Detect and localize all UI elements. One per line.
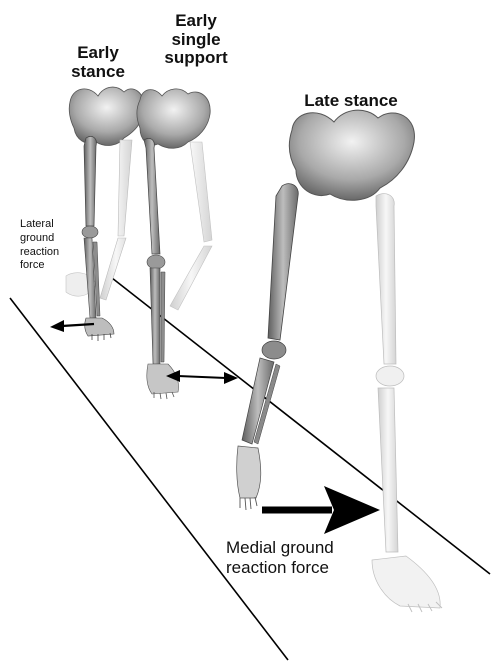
pelvis-early-stance	[69, 87, 144, 145]
femur-early-single-support	[144, 138, 160, 254]
far-leg-early-single-support	[170, 142, 212, 310]
label-early-single-support: Early single support	[148, 12, 244, 68]
femur-late-stance	[268, 184, 298, 340]
label-late-stance: Late stance	[286, 92, 416, 111]
foot-early-stance	[85, 318, 114, 336]
label-medial-grf: Medial ground reaction force	[226, 538, 376, 579]
skeleton-early-single-support	[137, 89, 212, 399]
label-lateral-grf: Lateral ground reaction force	[20, 218, 90, 273]
skeleton-early-stance	[66, 87, 144, 341]
tibia-early-single-support	[150, 268, 160, 364]
arrow-medial-grf	[262, 486, 380, 534]
foot-late-stance	[372, 556, 440, 608]
walkway-right-edge	[112, 278, 490, 574]
far-tibia-late-stance	[378, 388, 398, 552]
label-early-stance: Early stance	[62, 44, 134, 81]
femur-early-stance	[84, 136, 96, 226]
far-leg-early-stance	[100, 140, 132, 300]
far-femur-late-stance	[376, 194, 396, 364]
foot-late-stance-near	[237, 446, 261, 498]
skeleton-late-stance	[237, 110, 442, 612]
pelvis-late-stance	[289, 110, 414, 200]
